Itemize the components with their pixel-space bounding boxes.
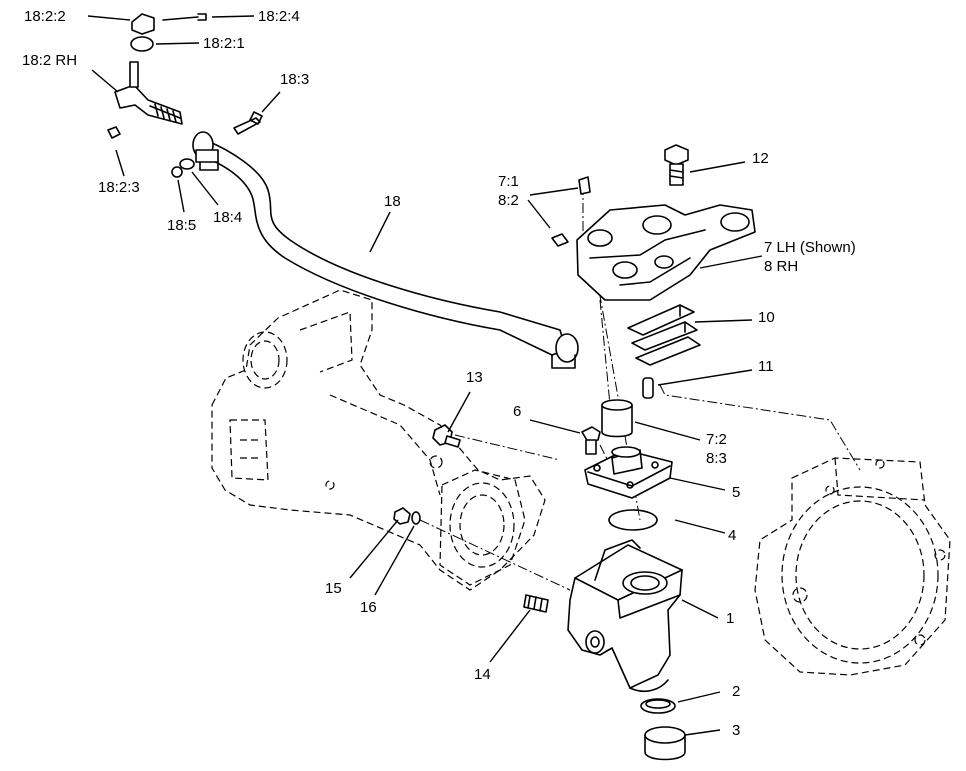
hub-carrier: [754, 457, 951, 676]
label-6: 6: [513, 403, 522, 420]
kingpin-cap: [584, 446, 673, 499]
label-18-3: 18:3: [280, 71, 310, 88]
label-12: 12: [752, 150, 769, 167]
bolt-12: [664, 144, 689, 186]
washer-16: [411, 511, 421, 525]
label-10: 10: [758, 309, 775, 326]
label-18-4: 18:4: [213, 209, 243, 226]
label-18-2-rh: 18:2 RH: [22, 52, 78, 69]
label-18-2-2: 18:2:2: [24, 8, 66, 25]
label-18-5: 18:5: [167, 217, 197, 234]
label-7-1: 7:1: [498, 173, 519, 190]
label-16: 16: [360, 599, 377, 616]
label-3: 3: [732, 722, 741, 739]
axle-housing: [211, 289, 546, 591]
bearing-3: [644, 726, 686, 761]
label-5: 5: [732, 484, 741, 501]
label-18-2-4: 18:2:4: [258, 8, 300, 25]
seal-2: [640, 698, 676, 714]
label-8-2: 8:2: [498, 192, 519, 209]
label-14: 14: [474, 666, 491, 683]
spindle-housing: [567, 539, 683, 692]
label-18: 18: [384, 193, 401, 210]
label-15: 15: [325, 580, 342, 597]
bolt-13: [432, 424, 461, 448]
label-18-2-1: 18:2:1: [203, 35, 245, 52]
bolt-6: [581, 426, 601, 455]
o-ring: [608, 509, 658, 531]
grease-fitting-7-1: [551, 176, 591, 247]
shims: [627, 304, 701, 366]
label-18-2-3: 18:2:3: [98, 179, 140, 196]
label-13: 13: [466, 369, 483, 386]
tie-rod-end: [107, 13, 263, 178]
label-2: 2: [732, 683, 741, 700]
label-8-rh: 8 RH: [764, 258, 799, 275]
label-7-lh: 7 LH (Shown): [764, 239, 856, 256]
label-8-3: 8:3: [706, 450, 727, 467]
dowel-pin: [642, 377, 654, 399]
bushing-7-2: [601, 399, 633, 438]
label-11: 11: [758, 358, 774, 375]
leader-lines: [87, 15, 763, 736]
label-1: 1: [726, 610, 735, 627]
label-7-2: 7:2: [706, 431, 727, 448]
steering-arm: [576, 204, 756, 301]
label-4: 4: [728, 527, 737, 544]
tie-rod: [192, 131, 579, 369]
stud-14: [523, 594, 549, 613]
